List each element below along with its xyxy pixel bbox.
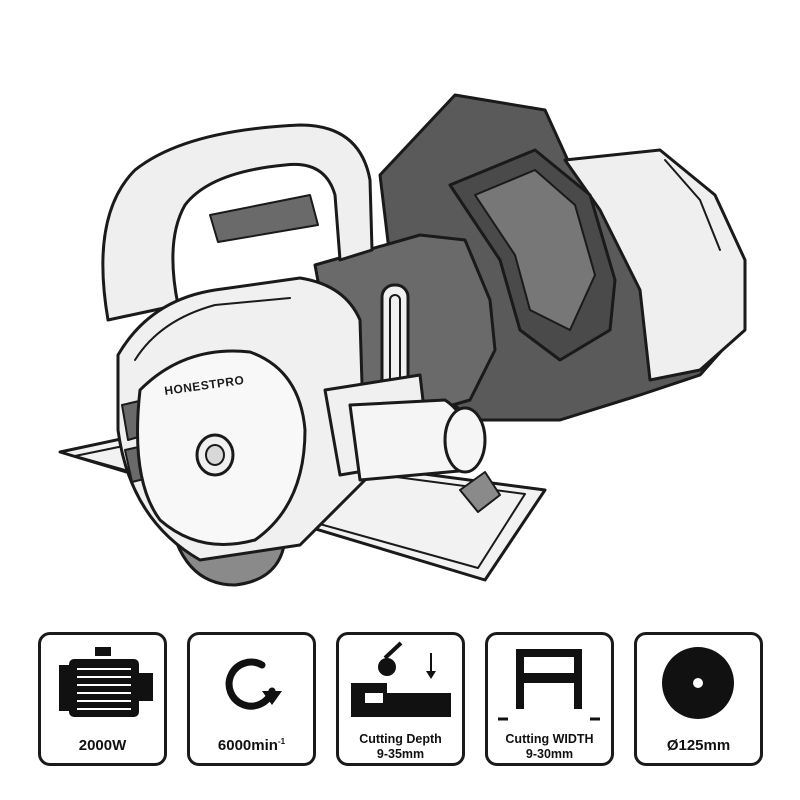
diameter-symbol: Ø <box>666 737 679 754</box>
spec-width-title: Cutting WIDTH <box>505 732 594 746</box>
spec-speed-label: 6000min-1 <box>190 737 313 754</box>
rotation-arrow-icon <box>225 658 282 710</box>
cutting-width-icon <box>498 649 600 721</box>
spec-diameter-label: Ø125mm <box>637 737 760 754</box>
spec-diameter-value: 125mm <box>678 737 731 754</box>
spec-card-disc-diameter: Ø125mm <box>634 632 763 766</box>
spec-card-speed: 6000min-1 <box>187 632 316 766</box>
motor-icon <box>59 647 153 717</box>
disc-diameter-icon <box>662 647 734 719</box>
spec-depth-title: Cutting Depth <box>359 732 442 746</box>
cutting-depth-icon <box>351 641 451 717</box>
spec-card-power: 2000W <box>38 632 167 766</box>
spec-speed-unit-sup: -1 <box>277 737 286 746</box>
spec-power-label: 2000W <box>78 737 127 754</box>
spec-card-cutting-width: Cutting WIDTH 9-30mm <box>485 632 614 766</box>
wall-chaser-machine-drawing: HONESTPRO <box>58 93 747 587</box>
spec-card-cutting-depth: Cutting Depth 9-35mm <box>336 632 465 766</box>
spec-width-value: 9-30mm <box>525 747 574 761</box>
spec-depth-value: 9-35mm <box>376 747 425 761</box>
spec-speed-value: 6000min <box>217 737 278 754</box>
